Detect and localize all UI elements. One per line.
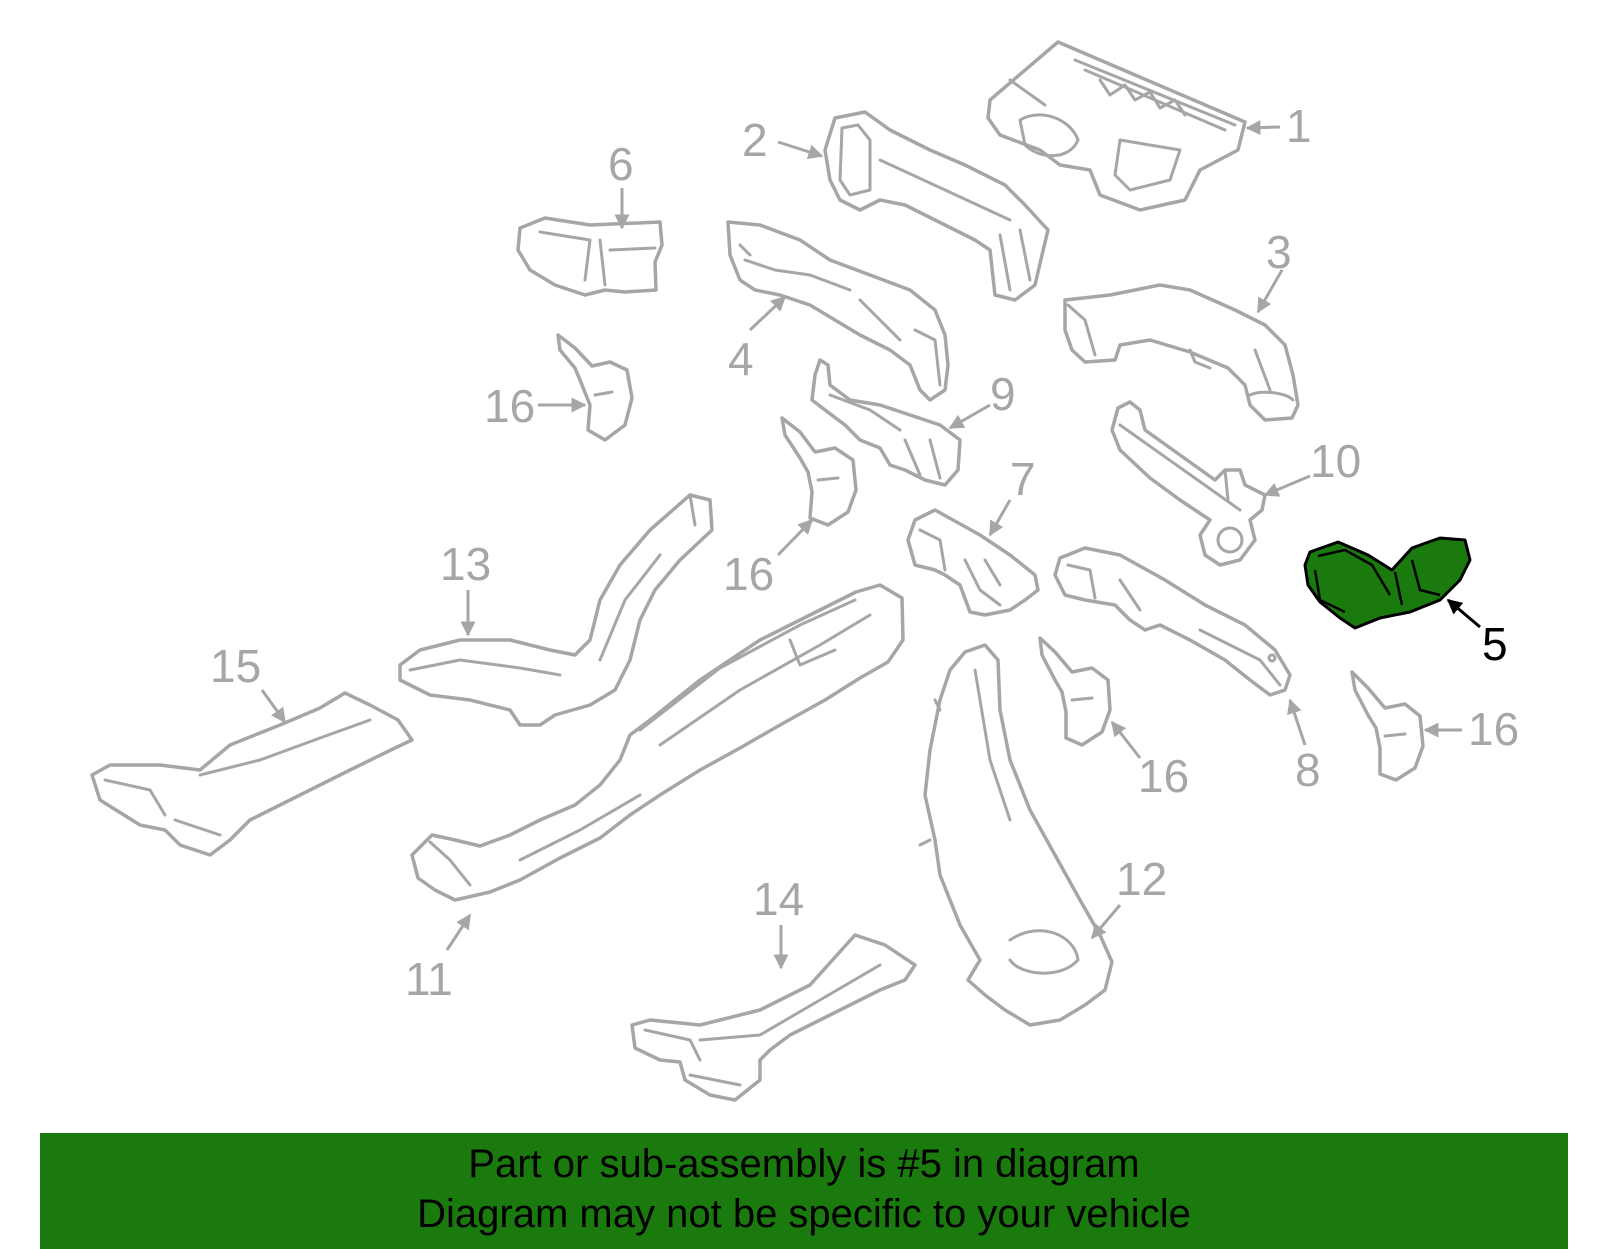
callout-15-label: 15 xyxy=(210,640,261,692)
callout-12-label: 12 xyxy=(1116,853,1167,905)
banner-line-2: Diagram may not be specific to your vehi… xyxy=(417,1192,1191,1236)
callout-6: 6 xyxy=(608,138,634,230)
callout-15: 15 xyxy=(210,640,287,724)
callout-16b-label: 16 xyxy=(723,548,774,600)
callout-10-label: 10 xyxy=(1310,435,1361,487)
callout-13-label: 13 xyxy=(440,538,491,590)
callout-9: 9 xyxy=(948,368,1016,430)
callout-14: 14 xyxy=(753,873,804,970)
callout-4-label: 4 xyxy=(728,333,754,385)
callout-2: 2 xyxy=(742,114,824,166)
callout-12: 12 xyxy=(1090,853,1167,940)
callout-7: 7 xyxy=(988,453,1036,537)
callout-5: 5 xyxy=(1446,598,1508,670)
part-2-duct[interactable] xyxy=(823,110,1050,302)
part-7-duct[interactable] xyxy=(906,508,1040,617)
callout-4: 4 xyxy=(728,295,787,385)
part-16-clip-b[interactable] xyxy=(780,416,858,527)
callout-14-label: 14 xyxy=(753,873,804,925)
callout-16-d: 16 xyxy=(1423,703,1519,755)
part-9-duct[interactable] xyxy=(810,358,962,487)
banner-line-1: Part or sub-assembly is #5 in diagram xyxy=(468,1142,1140,1186)
callout-10: 10 xyxy=(1263,435,1361,497)
part-3-duct[interactable] xyxy=(1063,283,1300,422)
part-8-duct[interactable] xyxy=(1053,546,1292,697)
part-12-duct[interactable] xyxy=(918,643,1114,1027)
part-15-duct[interactable] xyxy=(90,691,414,857)
callout-16-a: 16 xyxy=(484,380,587,432)
callout-16-c: 16 xyxy=(1110,720,1189,802)
part-5-fill xyxy=(1303,536,1472,630)
callout-1: 1 xyxy=(1245,100,1312,152)
callout-16a-label: 16 xyxy=(484,380,535,432)
callout-16d-label: 16 xyxy=(1468,703,1519,755)
callout-3: 3 xyxy=(1256,226,1292,314)
callout-13: 13 xyxy=(440,538,491,637)
part-14-duct[interactable] xyxy=(630,933,917,1102)
callout-8: 8 xyxy=(1287,698,1321,796)
callout-7-label: 7 xyxy=(1010,453,1036,505)
callout-16-b: 16 xyxy=(723,518,814,600)
callout-11: 11 xyxy=(405,913,472,1005)
part-6-duct[interactable] xyxy=(516,216,664,297)
part-16-clip-a[interactable] xyxy=(556,333,634,442)
part-16-clip-d[interactable] xyxy=(1350,670,1425,782)
part-5-duct-highlighted[interactable] xyxy=(1303,536,1472,630)
callout-11-label: 11 xyxy=(405,953,453,1005)
part-16-clip-c[interactable] xyxy=(1038,636,1112,747)
part-10-duct[interactable] xyxy=(1110,400,1267,567)
callout-6-label: 6 xyxy=(608,138,634,190)
part-1-duct[interactable] xyxy=(986,40,1247,212)
part-11-duct[interactable] xyxy=(410,583,905,902)
part-13-duct[interactable] xyxy=(398,493,714,727)
info-banner: Part or sub-assembly is #5 in diagram Di… xyxy=(40,1133,1568,1249)
callout-9-label: 9 xyxy=(990,368,1016,420)
callout-2-label: 2 xyxy=(742,114,768,166)
callout-5-label: 5 xyxy=(1482,618,1508,670)
callout-8-label: 8 xyxy=(1295,744,1321,796)
callout-1-label: 1 xyxy=(1286,100,1312,152)
callout-16c-label: 16 xyxy=(1138,750,1189,802)
callout-3-label: 3 xyxy=(1266,226,1292,278)
part-4-duct[interactable] xyxy=(726,220,950,402)
